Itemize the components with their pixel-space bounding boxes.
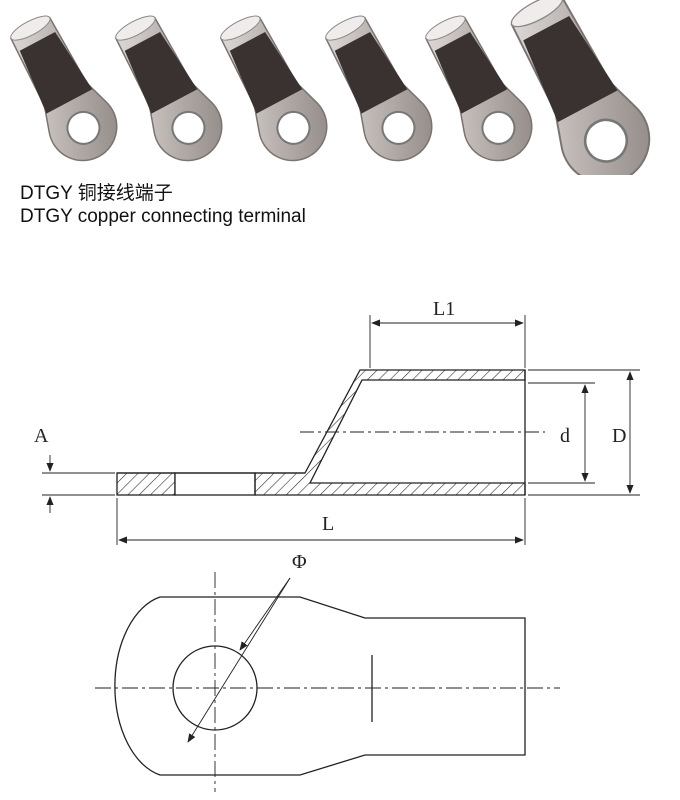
side-view	[42, 315, 640, 545]
dim-label-L1: L1	[433, 298, 455, 320]
dim-label-L: L	[322, 513, 334, 535]
dim-label-A: A	[34, 425, 49, 447]
lug-photo	[424, 15, 533, 162]
caption-chinese: DTGY 铜接线端子	[20, 183, 173, 204]
lug-photo	[9, 15, 118, 162]
product-photo	[9, 0, 651, 175]
lug-photo	[114, 15, 223, 162]
caption-english: DTGY copper connecting terminal	[20, 206, 306, 227]
lug-photo	[219, 15, 328, 162]
dim-label-D: D	[612, 425, 626, 447]
top-view	[95, 572, 560, 792]
lug-photo	[510, 0, 651, 175]
dim-label-d: d	[560, 425, 570, 447]
lug-photo	[324, 15, 433, 162]
dim-label-phi: Φ	[292, 551, 307, 573]
